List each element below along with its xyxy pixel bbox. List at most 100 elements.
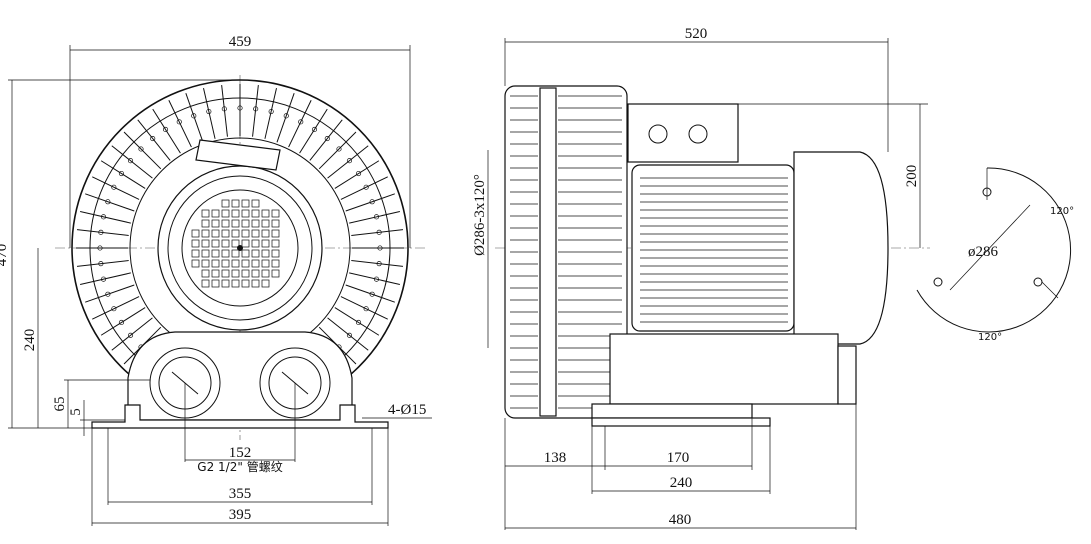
flange-angle-top: 120°	[1050, 206, 1074, 217]
dim-base-length: 240	[670, 475, 693, 491]
fin-bolt	[311, 126, 318, 133]
grille-cell	[191, 249, 200, 258]
fin-bolt	[324, 135, 330, 142]
grille-cell	[211, 219, 220, 228]
grille-cell	[261, 279, 270, 288]
dim-center-height: 240	[22, 329, 38, 352]
grille-cell	[221, 219, 230, 228]
grille-cell	[271, 229, 280, 238]
grille-cell	[221, 229, 230, 238]
fin-bolt	[97, 245, 103, 251]
grille-cell	[241, 239, 250, 248]
grille-cell	[271, 219, 280, 228]
grille-cell	[251, 279, 260, 288]
dim-foot-height: 5	[68, 408, 84, 416]
fin-bolt	[138, 146, 144, 152]
fin-bolt	[298, 119, 304, 125]
fin-bolt	[346, 158, 353, 164]
grille-cell	[261, 269, 270, 278]
dim-foot-outer: 395	[229, 507, 252, 523]
grille-cell	[201, 259, 210, 268]
dim-width-overall: 459	[229, 34, 252, 50]
grille-cell	[201, 239, 210, 248]
grille-cell	[201, 269, 210, 278]
grille-cell	[231, 249, 240, 258]
grille-cell	[211, 249, 220, 258]
fin-bolt	[363, 306, 369, 312]
grille-cell	[271, 249, 280, 258]
grille-cell	[271, 209, 280, 218]
fin-bolt	[105, 291, 111, 297]
grille-cell	[261, 249, 270, 258]
grille-cell	[231, 279, 240, 288]
label-plate	[195, 139, 281, 171]
fin-bolt	[237, 105, 243, 111]
dim-mount-spacing: 170	[667, 450, 690, 466]
grille-cell	[191, 229, 200, 238]
flange-diameter: ø286	[968, 244, 999, 260]
fin-bolt	[150, 135, 156, 142]
fin-bolt	[105, 199, 111, 205]
grille-cell	[251, 209, 260, 218]
fin-bolt	[111, 184, 117, 190]
grille-cell	[241, 229, 250, 238]
grille-cell	[231, 229, 240, 238]
dim-mount-holes: 4-Ø15	[388, 402, 426, 418]
grille-cell	[251, 249, 260, 258]
fin-bolt	[355, 170, 362, 177]
grille-cell	[251, 239, 260, 248]
grille-cell	[261, 229, 270, 238]
grille-cell	[191, 239, 200, 248]
dim-port-spacing: 152	[229, 445, 252, 461]
fin-bolt	[118, 170, 125, 177]
fin-bolt	[355, 319, 362, 326]
fin-bolt	[98, 229, 104, 235]
grille-cell	[211, 259, 220, 268]
grille-cell	[271, 269, 280, 278]
grille-cell	[251, 229, 260, 238]
fan-cover	[793, 151, 889, 345]
grille-cell	[201, 229, 210, 238]
grille-cell	[221, 249, 230, 258]
fin-bolt	[111, 306, 117, 312]
fin-bolt	[206, 108, 212, 115]
side-view: 520 Ø286-3x120° 200 138 170 240 480	[472, 26, 930, 530]
grille-cell	[221, 279, 230, 288]
grille-cell	[271, 239, 280, 248]
mounting-foot	[91, 404, 389, 429]
fin-bolt	[268, 108, 274, 115]
grille-cell	[221, 269, 230, 278]
fin-bolt	[363, 184, 369, 190]
fin-bolt	[162, 126, 169, 133]
flange-detail: ø286 120° 120°	[916, 167, 1074, 343]
grille-cell	[261, 209, 270, 218]
dim-outlet-height: 65	[52, 397, 68, 412]
grille-cell	[261, 219, 270, 228]
flange-ring	[539, 87, 557, 417]
fin-bolt	[127, 332, 134, 338]
grille-cell	[231, 259, 240, 268]
grille-cell	[241, 209, 250, 218]
fin-bolt	[253, 106, 259, 112]
grille-cell	[251, 199, 260, 208]
fin-bolt	[373, 214, 380, 220]
base-plate	[591, 403, 753, 419]
thread-note: G2 1/2" 管螺纹	[197, 459, 282, 474]
grille-cell	[201, 279, 210, 288]
flange-angle-bottom: 120°	[978, 332, 1002, 343]
lower-housing	[609, 333, 839, 405]
grille-cell	[261, 239, 270, 248]
grille-cell	[201, 209, 210, 218]
fin-bolt	[373, 276, 380, 282]
grille-cell	[241, 249, 250, 258]
fin-bolt	[376, 229, 382, 235]
terminal-box	[627, 103, 739, 163]
fin-bolt	[369, 199, 375, 205]
grille-cell	[201, 219, 210, 228]
grille-cell	[231, 199, 240, 208]
dim-terminal-height: 200	[904, 165, 920, 188]
grille-cell	[231, 219, 240, 228]
grille-cell	[251, 259, 260, 268]
fin-bolt	[100, 276, 107, 282]
